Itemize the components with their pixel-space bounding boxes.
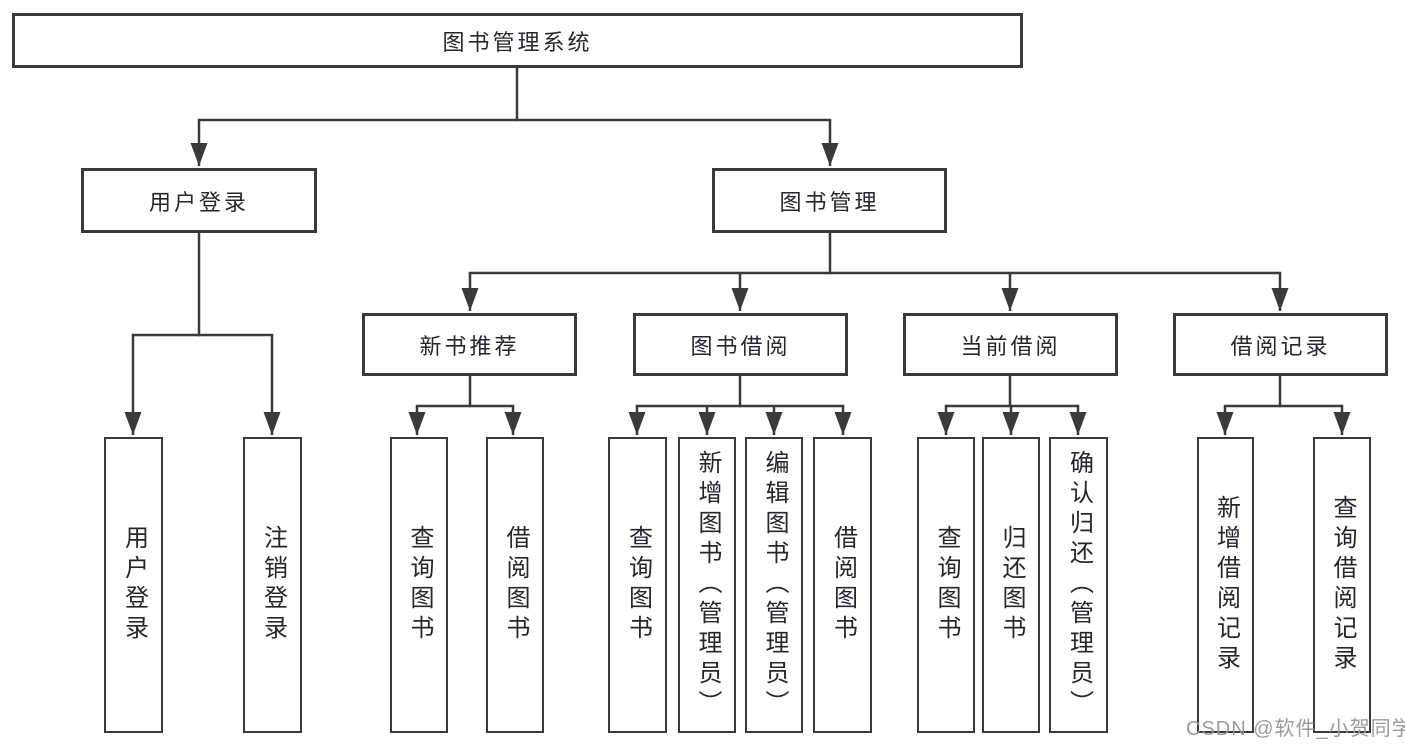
leaf-confirm-return-admin: 确认归还（管理员） bbox=[1049, 437, 1108, 733]
node-current-borrowing: 当前借阅 bbox=[903, 313, 1118, 376]
node-book-borrowing: 图书借阅 bbox=[633, 313, 848, 376]
leaf-add-books-admin: 新增图书（管理员） bbox=[678, 437, 736, 733]
node-user-login: 用户登录 bbox=[81, 168, 317, 233]
csdn-watermark: CSDN @软件_小贺同学 bbox=[1186, 718, 1405, 740]
leaf-user-login: 用户登录 bbox=[104, 437, 163, 733]
leaf-return-books: 归还图书 bbox=[982, 437, 1040, 733]
leaf-borrow-books-recommend: 借阅图书 bbox=[486, 437, 544, 733]
leaf-edit-books-admin: 编辑图书（管理员） bbox=[745, 437, 803, 733]
node-borrowing-records: 借阅记录 bbox=[1173, 313, 1388, 376]
connector-arrows bbox=[124, 120, 1351, 435]
node-library-management-system: 图书管理系统 bbox=[12, 13, 1023, 68]
leaf-search-books-borrowing: 查询图书 bbox=[608, 437, 667, 733]
leaf-search-books-recommend: 查询图书 bbox=[390, 437, 448, 733]
leaf-search-borrow-record: 查询借阅记录 bbox=[1313, 437, 1371, 733]
leaf-add-borrow-record: 新增借阅记录 bbox=[1197, 437, 1254, 733]
leaf-logout: 注销登录 bbox=[243, 437, 302, 733]
connector-trunks bbox=[131, 66, 1344, 408]
node-new-book-recommendation: 新书推荐 bbox=[362, 313, 577, 376]
node-book-management: 图书管理 bbox=[712, 168, 947, 233]
leaf-borrow-books: 借阅图书 bbox=[813, 437, 872, 733]
leaf-search-books-current: 查询图书 bbox=[917, 437, 975, 733]
